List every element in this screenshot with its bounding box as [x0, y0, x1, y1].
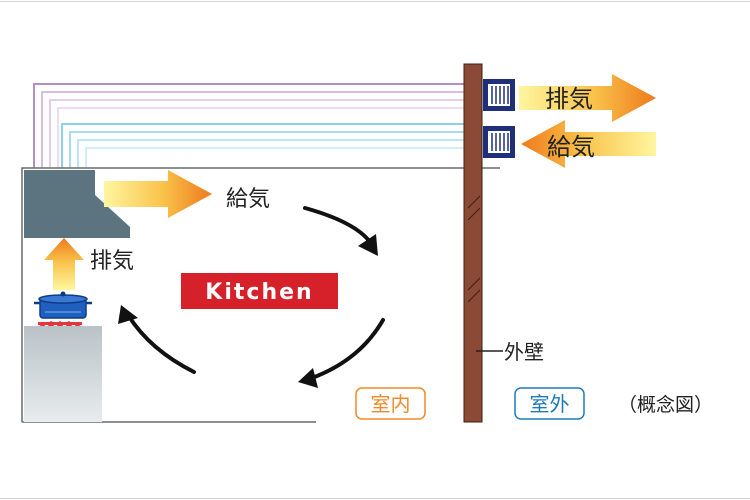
circulation-arrows [126, 206, 385, 380]
room-outline [21, 167, 500, 422]
outdoor-label: 室外 [530, 392, 570, 416]
vent-grille-icon [491, 133, 509, 151]
exhaust-up-arrow [44, 238, 84, 290]
wall-label: 外壁 [504, 340, 544, 364]
wall-hatch [467, 195, 481, 303]
vent-grille-icon [491, 86, 509, 104]
range-hood [24, 170, 130, 238]
circulation-arrow-top-right [303, 206, 372, 244]
exhaust-inside-label: 排気 [90, 249, 134, 274]
supply-inside-arrow [104, 170, 212, 218]
kitchen-label: Kitchen [205, 280, 313, 305]
circulation-arrowheads [118, 234, 378, 388]
gas-flame-icon [38, 321, 82, 326]
exhaust-duct [33, 83, 480, 168]
concept-label: （概念図） [618, 393, 713, 416]
supply-outside-label: 給気 [547, 133, 595, 161]
supply-vent [483, 126, 515, 158]
cooking-pot-icon [34, 291, 92, 319]
exhaust-vent [483, 79, 515, 111]
outdoor-badge [514, 387, 585, 420]
kitchen-counter [24, 326, 102, 422]
supply-inside-label: 給気 [226, 187, 270, 212]
supply-duct [61, 123, 480, 168]
outer-wall [463, 63, 483, 423]
circulation-arrow-bottom-left [126, 313, 196, 374]
exhaust-outside-label: 排気 [545, 85, 593, 113]
supply-outside-arrow [521, 120, 656, 168]
exhaust-outside-arrow [519, 74, 656, 122]
indoor-badge [355, 387, 426, 420]
kitchen-box [181, 273, 338, 309]
indoor-label: 室内 [371, 392, 411, 416]
circulation-arrow-bottom-right [310, 318, 385, 380]
